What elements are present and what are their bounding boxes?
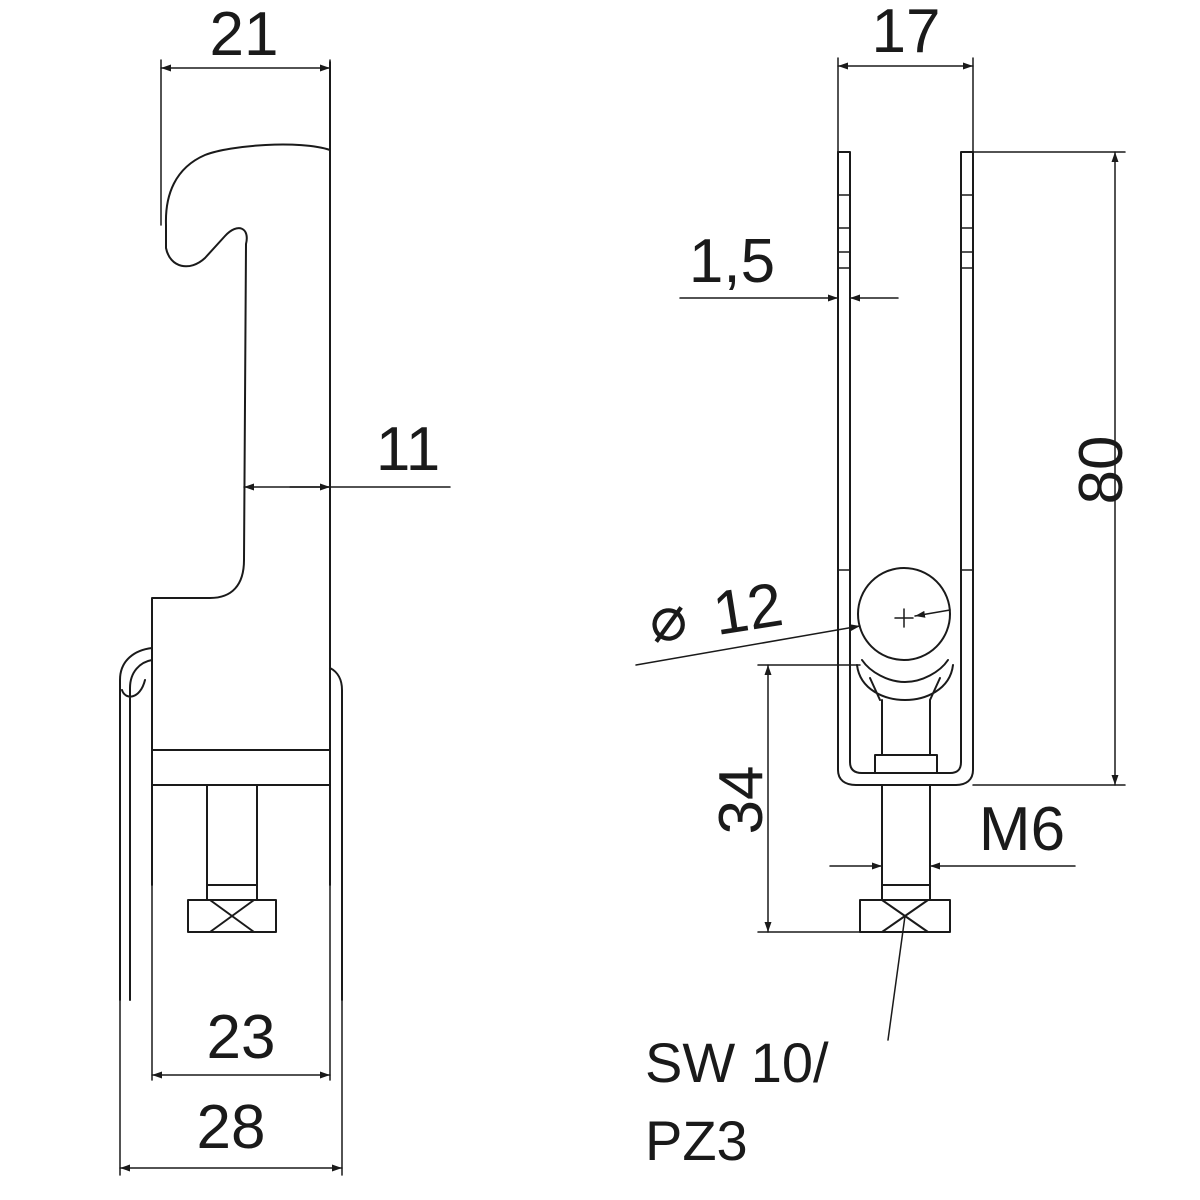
- dim-12-label: 12: [708, 570, 787, 649]
- side-screw-shaft: [206, 784, 258, 901]
- dim-21-label: 21: [210, 0, 279, 69]
- u-clip-inner: [837, 151, 974, 774]
- front-view: 17 1,5 80 ⌀ 12 34 M6 SW 10/ PZ3: [635, 0, 1136, 1172]
- front-screw-inner: [874, 699, 938, 774]
- hook-outline: [151, 61, 331, 681]
- dim-1-5-label: 1,5: [689, 227, 775, 296]
- left-flange: [119, 647, 343, 1001]
- note-line-1: SW 10/: [645, 1031, 829, 1094]
- ball-seat: [856, 659, 954, 701]
- front-screw-shaft: [881, 784, 931, 901]
- dim-80-label: 80: [1067, 436, 1136, 505]
- dim-34-label: 34: [707, 766, 776, 835]
- side-view: 21 11 23 28: [119, 0, 451, 1176]
- side-hex-nut: [187, 899, 277, 933]
- dim-11-label: 11: [376, 415, 440, 484]
- dim-12-leader2: [914, 609, 951, 618]
- dim-12-leader: [635, 624, 861, 666]
- dim-17-label: 17: [872, 0, 941, 66]
- u-clip-outer: [837, 151, 974, 786]
- dim-23-label: 23: [207, 1003, 276, 1072]
- note-line-2: PZ3: [645, 1109, 748, 1172]
- dim-12-symbol: ⌀: [644, 583, 692, 657]
- dim-m6-label: M6: [979, 795, 1065, 864]
- flank-ticks: [837, 194, 974, 571]
- note-leader: [887, 915, 906, 1041]
- ball-wire: [857, 567, 951, 661]
- ball-center: [894, 608, 914, 628]
- dim-28-label: 28: [197, 1093, 266, 1162]
- base-lines: [151, 679, 331, 886]
